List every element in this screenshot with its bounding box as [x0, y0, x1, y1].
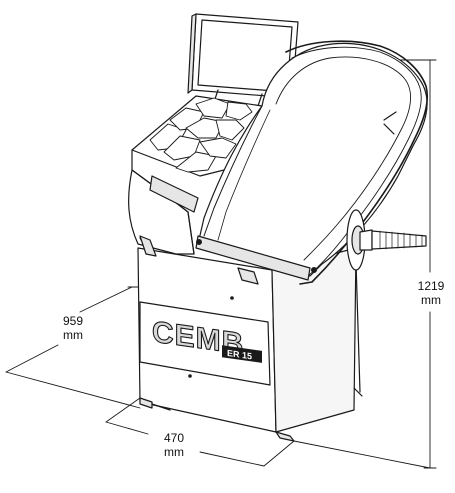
dimension-labels: 1219 mm 959 mm 470 mm — [63, 276, 446, 459]
cabinet-side — [271, 247, 357, 433]
console-foot-left — [139, 235, 157, 257]
height-value: 1219 — [418, 279, 445, 293]
screw — [188, 374, 192, 378]
width-line-right — [199, 451, 265, 467]
height-unit: mm — [421, 293, 441, 307]
width-unit: mm — [164, 445, 184, 459]
console-foot-right — [237, 267, 259, 285]
width-line-left — [105, 421, 149, 435]
width-right-extension — [263, 440, 295, 467]
shaft-assembly — [346, 209, 427, 271]
guard-pivot-left — [196, 239, 203, 246]
base-edge — [151, 403, 171, 411]
monitor — [187, 13, 299, 107]
model-badge — [222, 345, 262, 363]
console — [128, 95, 263, 285]
tray-compartments — [149, 97, 253, 173]
guard-contour — [275, 56, 411, 261]
console-handle — [149, 175, 199, 213]
logo-panel: CEMB ER 15 — [139, 301, 271, 386]
depth-line-upper — [79, 286, 133, 313]
guard-tab — [383, 111, 397, 121]
monitor-side — [187, 13, 197, 94]
depth-bottom-extension — [5, 371, 141, 409]
guard-pivot-right — [311, 267, 318, 274]
width-left-extension — [105, 397, 141, 423]
floor-line — [293, 440, 431, 469]
depth-value: 959 — [63, 314, 83, 328]
leg-back — [355, 261, 361, 393]
model-label: ER 15 — [227, 348, 252, 361]
guard-lower-edge — [203, 105, 263, 237]
depth-line-lower — [5, 344, 59, 373]
foot-left — [139, 397, 153, 409]
monitor-stand-right — [257, 93, 263, 107]
shaft-threads — [379, 230, 423, 250]
dimension-lines — [5, 59, 437, 469]
shaft-collar — [359, 229, 373, 251]
guard-shell — [197, 42, 428, 277]
guard-tab-lower — [383, 123, 395, 135]
screw — [230, 296, 234, 300]
threaded-shaft — [371, 230, 427, 250]
guard-base-band — [195, 235, 311, 281]
height-label-bg — [416, 276, 446, 308]
foot-front — [275, 431, 295, 442]
depth-unit: mm — [63, 328, 83, 342]
foot-back — [353, 387, 363, 397]
guard-lower-edge-inner — [217, 109, 271, 241]
width-value: 470 — [164, 431, 184, 445]
logo-plate — [139, 301, 271, 386]
